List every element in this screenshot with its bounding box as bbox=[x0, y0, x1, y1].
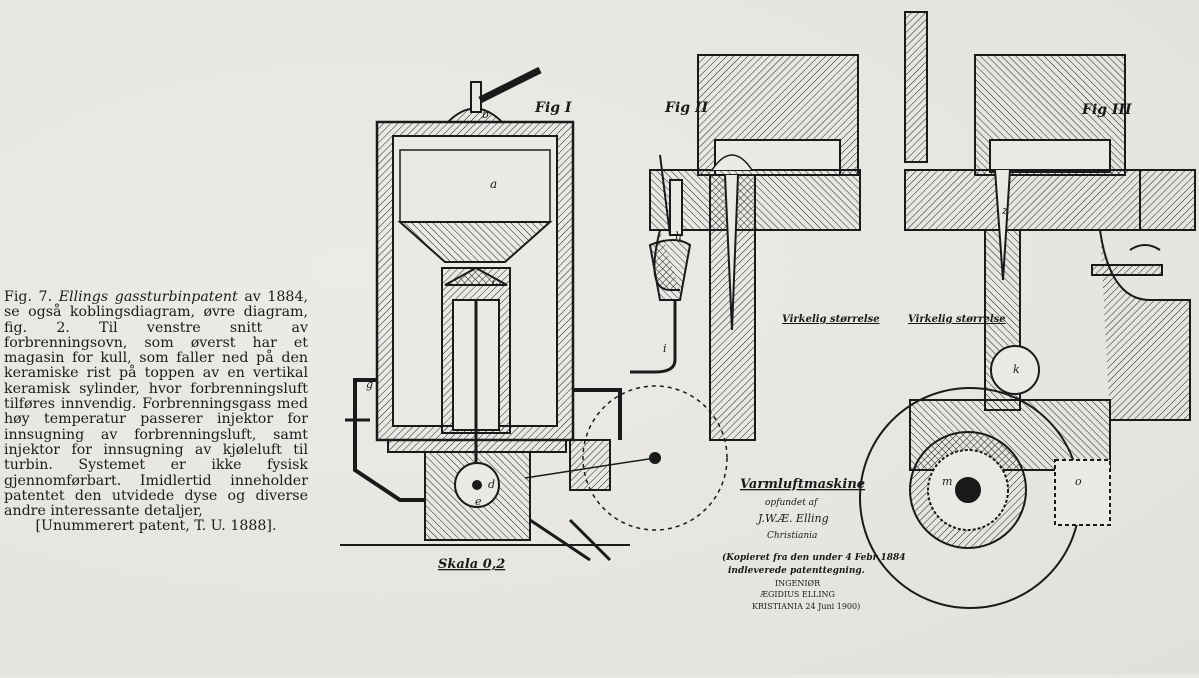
caption-body: av 1884, se også koblingsdiagram, øvre d… bbox=[4, 289, 308, 520]
stamp-line6: INGENIØR bbox=[775, 579, 821, 588]
stamp-line5: indleverede patenttegning. bbox=[728, 566, 865, 576]
part-letter-h: h bbox=[675, 230, 682, 243]
stamp-title: Varmluftmaskine bbox=[740, 477, 865, 492]
stamp-line3: Christiania bbox=[767, 531, 817, 541]
caption-title: Ellings gassturbinpatent bbox=[58, 289, 238, 305]
stamp-line7: ÆGIDIUS ELLING bbox=[759, 590, 835, 599]
part-letter-d: d bbox=[488, 478, 495, 491]
fig2-label: Fig II bbox=[664, 100, 708, 116]
scale-label: Skala 0,2 bbox=[438, 557, 505, 572]
fig1-furnace bbox=[340, 66, 728, 562]
part-letter-a: a bbox=[490, 177, 497, 191]
part-letter-o: o bbox=[1075, 475, 1082, 488]
patent-drawing: Fig I Skala 0,2 a b c d e g bbox=[330, 0, 1199, 674]
caption-fig-label: Fig. 7. bbox=[4, 289, 53, 305]
stamp-line8: KRISTIANIA 24 Juni 1900) bbox=[752, 602, 860, 611]
figure-caption: Fig. 7. Ellings gassturbinpatent av 1884… bbox=[4, 289, 308, 535]
stamp-line4: (Kopieret fra den under 4 Febr 1884 bbox=[722, 552, 906, 563]
fig3-turbine-section bbox=[859, 11, 1196, 609]
part-letter-c: c bbox=[492, 275, 498, 288]
fig3-label: Fig III bbox=[1081, 102, 1132, 118]
title-stamp: Varmluftmaskine opfundet af J.W.Æ. Ellin… bbox=[722, 477, 906, 611]
stamp-line1: opfundet af bbox=[765, 498, 819, 508]
part-letter-k: k bbox=[1013, 363, 1020, 376]
part-letter-e: e bbox=[475, 495, 482, 508]
part-letter-g: g bbox=[366, 378, 373, 391]
fig1-label: Fig I bbox=[534, 100, 572, 116]
part-letter-z: z bbox=[1001, 204, 1008, 217]
part-letter-i: i bbox=[663, 342, 667, 355]
patent-drawing-svg: Fig I Skala 0,2 a b c d e g bbox=[340, 11, 1196, 611]
caption-closing: [Unummerert patent, T. U. 1888]. bbox=[35, 518, 277, 535]
section-label-left: Virkelig størrelse bbox=[782, 314, 880, 325]
part-letter-b: b bbox=[482, 108, 489, 121]
fig2-nozzle-section bbox=[630, 54, 861, 441]
stamp-line2: J.W.Æ. Elling bbox=[756, 512, 829, 525]
section-label-right: Virkelig størrelse bbox=[908, 314, 1006, 325]
part-letter-m: m bbox=[942, 475, 952, 488]
